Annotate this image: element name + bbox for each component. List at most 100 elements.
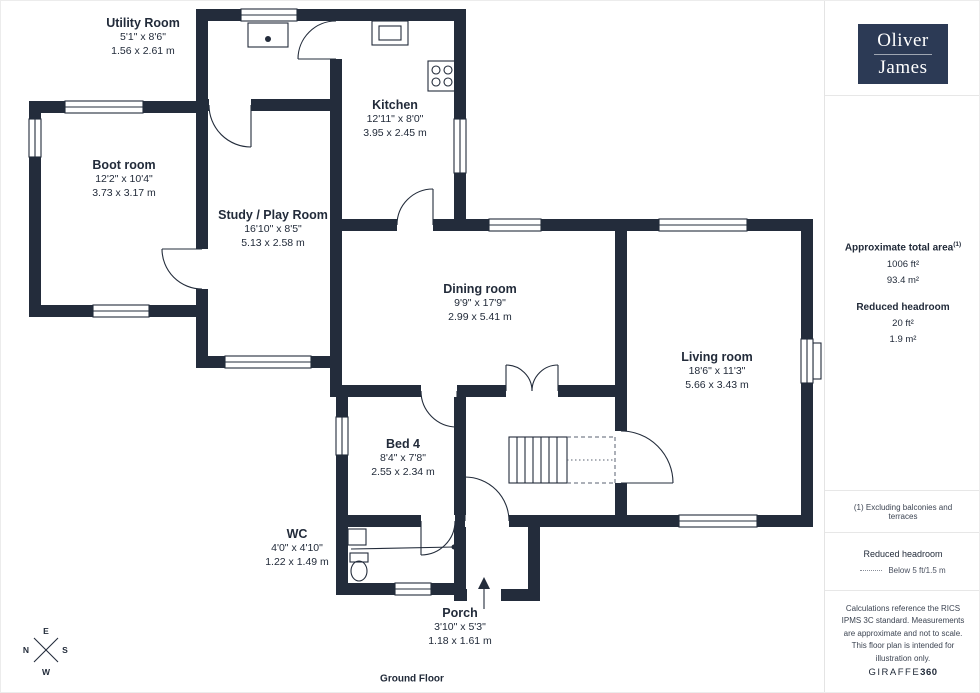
compass-w: W <box>42 667 51 677</box>
room-dims-metric: 1.18 x 1.61 m <box>428 635 492 648</box>
door <box>464 476 510 522</box>
giraffe-360-text: 360 <box>920 667 938 678</box>
room-label-boot-room: Boot room 12'2" x 10'4" 3.73 x 3.17 m <box>92 157 156 201</box>
room-dims-imperial: 12'2" x 10'4" <box>95 173 153 186</box>
reduced-headroom-title: Reduced headroom <box>856 301 950 313</box>
room-dims-metric: 2.99 x 5.41 m <box>448 311 512 324</box>
room-label-utility-room: Utility Room 5'1" x 8'6" 1.56 x 2.61 m <box>106 15 180 59</box>
legend-title: Reduced headroom <box>863 548 943 559</box>
logo-text-line1: Oliver <box>877 29 929 51</box>
window <box>64 100 144 114</box>
legend-row: Below 5 ft/1.5 m <box>860 565 946 575</box>
legend-label: Below 5 ft/1.5 m <box>888 565 946 575</box>
entrance-arrow-icon <box>478 577 490 609</box>
window <box>488 218 542 232</box>
room-label-study-play-room: Study / Play Room 16'10" x 8'5" 5.13 x 2… <box>218 207 328 251</box>
logo-section: Oliver James <box>825 1 979 96</box>
total-area-title-text: Approximate total area <box>844 242 954 254</box>
door <box>620 430 674 484</box>
room-name: Bed 4 <box>385 437 421 452</box>
reduced-headroom-ft: 20 ft² <box>892 317 914 329</box>
wc-leader-line <box>350 544 457 550</box>
compass-n: N <box>23 645 29 655</box>
stairs-icon <box>508 436 616 484</box>
room-name: Living room <box>681 350 753 365</box>
room-dims-metric: 5.66 x 3.43 m <box>685 379 749 392</box>
compass-s: S <box>62 645 68 655</box>
footnote: (1) Excluding balconies and terraces <box>825 491 979 533</box>
giraffe360-logo: GIRAFFE360 <box>839 667 967 678</box>
sink-icon <box>371 20 409 46</box>
room-dims-metric: 1.56 x 2.61 m <box>111 45 175 58</box>
room-dims-imperial: 12'11" x 8'0" <box>366 113 424 126</box>
room-utility-walls <box>196 9 342 111</box>
window <box>678 514 758 528</box>
total-area-superscript: (1) <box>953 241 962 249</box>
room-dims-metric: 3.95 x 2.45 m <box>363 127 427 140</box>
door <box>161 248 203 290</box>
room-name: Porch <box>442 606 478 621</box>
disclaimer-section: Calculations reference the RICS IPMS 3C … <box>825 591 979 692</box>
doors-group <box>161 20 674 556</box>
room-dims-metric: 5.13 x 2.58 m <box>241 237 305 250</box>
compass-e: E <box>43 626 49 636</box>
total-area-title: Approximate total area(1) <box>845 241 961 253</box>
room-name: Kitchen <box>372 98 418 113</box>
room-wc-walls <box>336 515 466 595</box>
disclaimer-text: Calculations reference the RICS IPMS 3C … <box>841 604 965 663</box>
room-name: Utility Room <box>106 16 180 31</box>
total-area-m: 93.4 m² <box>886 274 920 286</box>
legend-section: Reduced headroom Below 5 ft/1.5 m <box>825 533 979 591</box>
room-dims-imperial: 4'0" x 4'10" <box>271 542 323 555</box>
room-name: Study / Play Room <box>218 208 328 223</box>
washer-icon <box>247 22 289 48</box>
toilet-icon <box>349 552 369 582</box>
door <box>297 20 337 60</box>
room-label-kitchen: Kitchen 12'11" x 8'0" 3.95 x 2.45 m <box>363 97 427 141</box>
door <box>396 188 434 226</box>
room-label-dining-room: Dining room 9'9" x 17'9" 2.99 x 5.41 m <box>443 281 517 325</box>
room-name: WC <box>286 527 308 542</box>
window <box>224 355 312 369</box>
room-dims-metric: 2.55 x 2.34 m <box>371 466 435 479</box>
bay-window <box>800 338 822 384</box>
hob-icon <box>427 60 457 92</box>
total-area-ft: 1006 ft² <box>886 258 920 270</box>
door <box>208 104 252 148</box>
fixtures-group <box>247 20 457 582</box>
room-dining-walls <box>330 219 627 397</box>
window <box>394 582 432 596</box>
room-name: Dining room <box>443 282 517 297</box>
window <box>658 218 748 232</box>
room-dims-imperial: 5'1" x 8'6" <box>120 31 166 44</box>
window <box>28 118 42 158</box>
room-label-wc: WC 4'0" x 4'10" 1.22 x 1.49 m <box>265 526 329 570</box>
window <box>92 304 150 318</box>
window <box>335 416 349 456</box>
agency-logo: Oliver James <box>858 24 948 84</box>
giraffe-text: GIRAFFE <box>868 667 921 678</box>
floor-title: Ground Floor <box>380 673 444 685</box>
info-sidebar: Oliver James Approximate total area(1) 1… <box>824 1 979 692</box>
compass-icon: E N S W <box>23 626 68 677</box>
dotted-line-sample-icon <box>860 569 883 571</box>
room-dims-imperial: 9'9" x 17'9" <box>454 297 506 310</box>
room-dims-imperial: 16'10" x 8'5" <box>244 223 302 236</box>
walls-group <box>29 9 813 601</box>
room-label-living-room: Living room 18'6" x 11'3" 5.66 x 3.43 m <box>681 349 753 393</box>
door <box>420 520 456 556</box>
room-label-bed-4: Bed 4 8'4" x 7'8" 2.55 x 2.34 m <box>371 436 435 480</box>
room-name: Boot room <box>92 158 156 173</box>
window <box>240 8 298 22</box>
area-stats-section: Approximate total area(1) 1006 ft² 93.4 … <box>825 96 979 491</box>
windows-group <box>28 8 822 596</box>
room-label-porch: Porch 3'10" x 5'3" 1.18 x 1.61 m <box>428 605 492 649</box>
logo-divider <box>874 53 932 55</box>
room-dims-metric: 1.22 x 1.49 m <box>265 556 329 569</box>
double-door <box>505 364 559 392</box>
room-dims-imperial: 18'6" x 11'3" <box>688 365 746 378</box>
room-dims-imperial: 3'10" x 5'3" <box>434 621 486 634</box>
room-porch-walls <box>454 515 540 601</box>
